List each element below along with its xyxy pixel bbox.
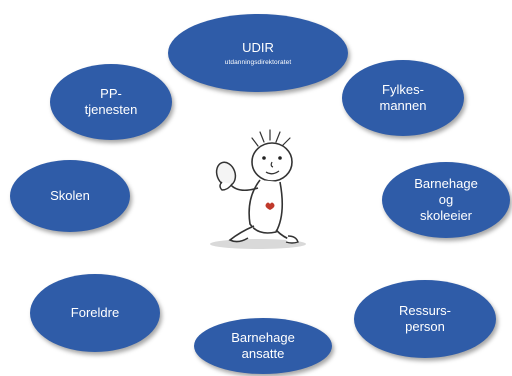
node-pp-line1: PP- xyxy=(100,85,122,101)
node-skolen-title: Skolen xyxy=(50,187,90,203)
node-ansatte-line1: Barnehage xyxy=(231,329,295,345)
node-barnehage-line2: og xyxy=(438,191,454,207)
node-foreldre: Foreldre xyxy=(30,274,160,352)
node-fylkes-line1: Fylkes- xyxy=(382,81,424,97)
node-pp-tjenesten: PP- tjenesten xyxy=(50,64,172,140)
child-drawing xyxy=(210,129,306,249)
node-foreldre-title: Foreldre xyxy=(70,304,120,320)
node-ressurs-line1: Ressurs- xyxy=(398,302,451,318)
node-udir-title: UDIR xyxy=(242,40,274,56)
node-barnehage-og-skoleeier: Barnehage og skoleeier xyxy=(382,162,510,238)
node-fylkesmannen: Fylkes- mannen xyxy=(342,60,464,136)
nose xyxy=(270,161,274,168)
body xyxy=(248,179,284,234)
mouth xyxy=(265,170,280,175)
heart-icon xyxy=(265,202,275,210)
hand xyxy=(219,181,233,191)
right-foot xyxy=(285,235,299,244)
node-barnehage-ansatte: Barnehage ansatte xyxy=(194,318,332,374)
arm xyxy=(229,183,259,192)
node-barnehage-line3: skoleeier xyxy=(419,208,473,224)
node-pp-line2: tjenesten xyxy=(84,102,138,117)
node-ressursperson: Ressurs- person xyxy=(354,280,496,358)
left-eye xyxy=(262,156,266,160)
node-barnehage-line1: Barnehage xyxy=(414,175,478,191)
node-udir-subtitle: utdanningsdirektoratet xyxy=(224,58,292,66)
node-skolen: Skolen xyxy=(10,160,130,232)
node-ressurs-line2: person xyxy=(405,319,445,334)
node-udir: UDIR utdanningsdirektoratet xyxy=(168,14,348,92)
left-leg xyxy=(228,225,255,243)
right-eye xyxy=(278,156,282,160)
hair-strokes xyxy=(251,129,291,147)
node-fylkes-line2: mannen xyxy=(379,98,427,113)
node-ansatte-line2: ansatte xyxy=(241,346,285,361)
